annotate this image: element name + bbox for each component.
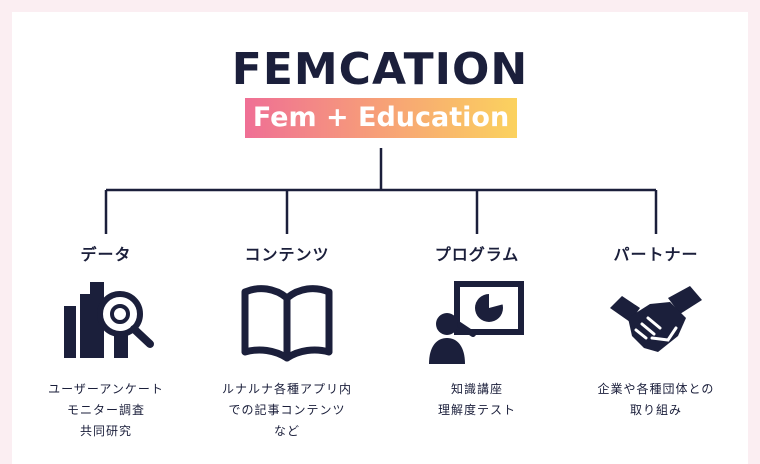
desc-line: 知識講座 [450, 382, 503, 396]
logo-title: FEMCATION [231, 44, 529, 95]
logo-subtitle: Fem + Education [245, 98, 517, 138]
data-analysis-icon [64, 282, 154, 358]
desc-line: など [273, 424, 300, 438]
category-contents-desc: ルナルナ各種アプリ内 での記事コンテンツ など [192, 379, 382, 442]
category-program-desc: 知識講座 理解度テスト [382, 379, 572, 421]
open-book-icon [241, 285, 333, 362]
category-data-desc: ユーザーアンケート モニター調査 共同研究 [11, 379, 201, 442]
desc-line: ルナルナ各種アプリ内 [221, 382, 352, 396]
desc-line: 取り組み [629, 403, 682, 417]
desc-line: ユーザーアンケート [48, 382, 164, 396]
presentation-icon [429, 281, 524, 364]
category-program-title: プログラム [434, 245, 520, 264]
category-data-title: データ [80, 245, 132, 264]
handshake-icon [610, 286, 702, 352]
desc-line: 理解度テスト [437, 403, 516, 417]
diagram-panel [12, 12, 748, 464]
category-contents-title: コンテンツ [244, 245, 330, 264]
desc-line: 共同研究 [79, 424, 132, 438]
category-partner-desc: 企業や各種団体との 取り組み [561, 379, 751, 421]
desc-line: モニター調査 [66, 403, 145, 417]
category-partner-title: パートナー [613, 245, 699, 264]
desc-line: 企業や各種団体との [597, 382, 715, 396]
desc-line: での記事コンテンツ [228, 403, 346, 417]
